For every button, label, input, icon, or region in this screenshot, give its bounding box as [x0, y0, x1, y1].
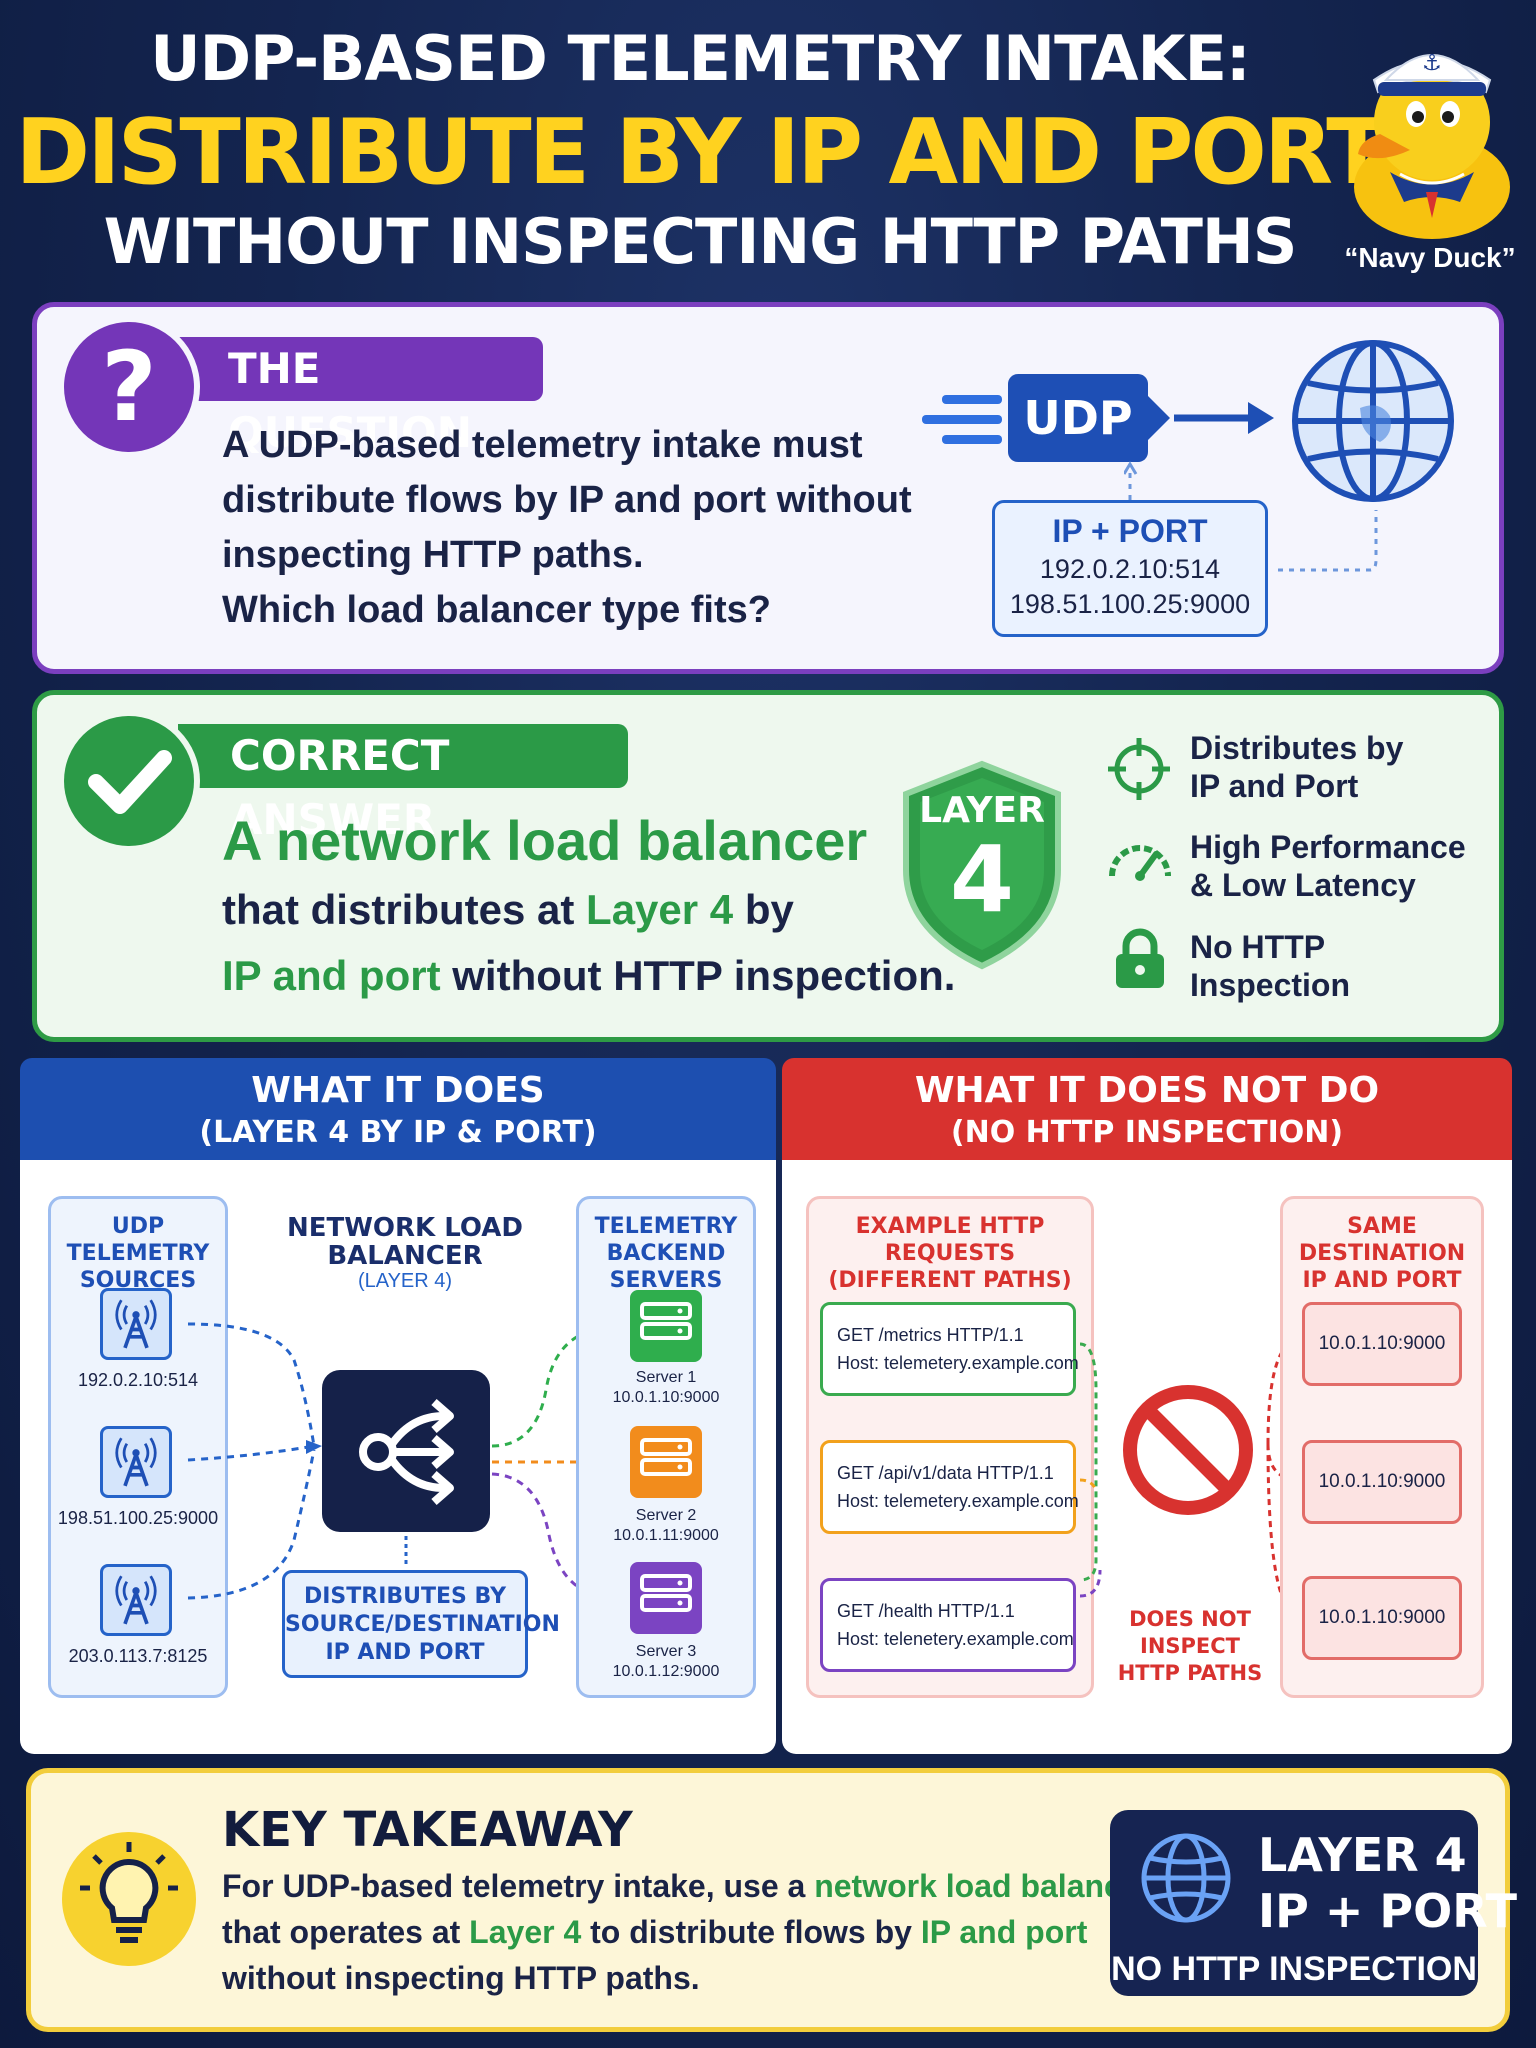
crosshair-icon: [1108, 738, 1170, 800]
layer-badge-number: 4: [949, 826, 1014, 933]
mascot-caption: “Navy Duck”: [1344, 242, 1516, 273]
antenna-tower-icon: [100, 1288, 172, 1360]
takeaway-title: KEY TAKEAWAY: [222, 1802, 633, 1858]
takeaway-line-2: that operates at Layer 4 to distribute f…: [222, 1914, 1088, 1950]
lightbulb-circle: [62, 1832, 196, 1966]
destination-box: 10.0.1.10:9000: [1302, 1576, 1462, 1660]
server-icon: [630, 1426, 702, 1498]
doesnot-subtitle: (NO HTTP INSPECTION): [950, 1115, 1344, 1150]
feature-performance: High Performance& Low Latency: [1190, 829, 1466, 903]
doesnot-header: WHAT IT DOES NOT DO (NO HTTP INSPECTION): [782, 1058, 1512, 1160]
ip-port-address: 198.51.100.25:9000: [1009, 589, 1251, 619]
share-distribute-icon: [359, 1398, 454, 1506]
checkmark-icon: [88, 750, 172, 814]
question-mark-icon: ?: [64, 322, 194, 452]
globe-icon: [1141, 1833, 1231, 1923]
summary-layer: LAYER 4: [1258, 1828, 1467, 1882]
layer-badge-label: LAYER: [919, 790, 1045, 831]
question-line: A UDP-based telemetry intake must: [222, 424, 863, 466]
motion-lines-icon: [922, 395, 1002, 444]
does-title: WHAT IT DOES: [251, 1070, 545, 1111]
summary-no-inspection: NO HTTP INSPECTION: [1111, 1950, 1477, 1988]
globe-icon: [1292, 340, 1454, 502]
load-balancer-box: [322, 1370, 490, 1532]
request-flow-connectors: [1079, 1342, 1102, 1598]
title-line-3: WITHOUT INSPECTING HTTP PATHS: [103, 205, 1298, 278]
lightbulb-icon: [80, 1842, 178, 1943]
doesnot-title: WHAT IT DOES NOT DO: [914, 1070, 1380, 1111]
destination-box: 10.0.1.10:9000: [1302, 1440, 1462, 1524]
server-icon: [630, 1562, 702, 1634]
ip-port-title: IP + PORT: [1052, 513, 1208, 549]
question-line: distribute flows by IP and port without: [222, 479, 912, 521]
server-icon: [630, 1290, 702, 1362]
question-header: THE QUESTION: [178, 337, 543, 457]
udp-label-box: UDP: [1008, 374, 1170, 462]
question-line: Which load balancer type fits?: [222, 589, 771, 631]
lb-subtitle: (LAYER 4): [357, 1270, 453, 1292]
title-line-2: DISTRIBUTE BY IP AND PORT: [15, 100, 1387, 205]
gauge-icon: [1109, 845, 1171, 881]
answer-header: CORRECT ANSWER: [178, 724, 628, 844]
source-address: 203.0.113.7:8125: [68, 1646, 208, 1666]
navy-duck-mascot: ⚓: [1354, 51, 1510, 239]
ip-port-address: 192.0.2.10:514: [1039, 554, 1221, 584]
source-address: 192.0.2.10:514: [77, 1370, 199, 1390]
takeaway-line-1: For UDP-based telemetry intake, use a ne…: [222, 1868, 1153, 1904]
answer-line-2: that distributes at Layer 4 by: [222, 886, 794, 933]
prohibited-icon: [1123, 1385, 1253, 1515]
destination-box: 10.0.1.10:9000: [1302, 1302, 1462, 1386]
title-line-1: UDP-BASED TELEMETRY INTAKE:: [150, 22, 1250, 95]
arrow-right-icon: [1174, 402, 1274, 434]
dotted-connector: [1124, 461, 1378, 572]
svg-text:⚓: ⚓: [1422, 51, 1442, 76]
answer-line-3: IP and port without HTTP inspection.: [222, 952, 956, 999]
question-text: A UDP-based telemetry intake must distri…: [222, 418, 912, 638]
ip-port-box: IP + PORT 192.0.2.10:514 198.51.100.25:9…: [992, 500, 1268, 637]
antenna-tower-icon: [100, 1426, 172, 1498]
takeaway-line-3: without inspecting HTTP paths.: [222, 1960, 700, 1996]
does-subtitle: (LAYER 4 BY IP & PORT): [199, 1115, 597, 1150]
layer-4-shield-icon: [903, 760, 1061, 970]
answer-headline: A network load balancer: [222, 809, 868, 872]
does-header: WHAT IT DOES (LAYER 4 BY IP & PORT): [20, 1058, 776, 1160]
source-address: 198.51.100.25:9000: [57, 1508, 219, 1528]
question-line: inspecting HTTP paths.: [222, 534, 644, 576]
requests-title: EXAMPLE HTTP REQUESTS(DIFFERENT PATHS): [828, 1214, 1072, 1293]
lock-icon: [1116, 928, 1164, 988]
summary-ipport: IP + PORT: [1258, 1884, 1517, 1938]
antenna-tower-icon: [100, 1564, 172, 1636]
checkmark-circle: [64, 716, 194, 846]
